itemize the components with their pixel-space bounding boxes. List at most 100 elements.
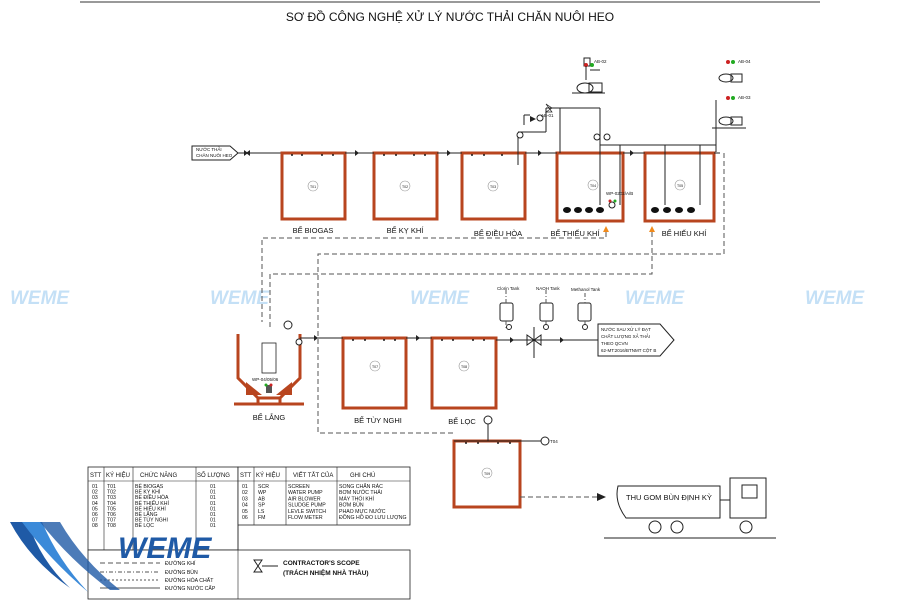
table-cell: FLOW METER: [288, 515, 323, 521]
table-cell: SP: [258, 503, 265, 509]
table-cell: 01: [242, 484, 248, 490]
table-cell: 01: [210, 490, 216, 496]
table-cell: AIR BLOWER: [288, 496, 321, 502]
tank-sludge: T09: [452, 439, 522, 509]
sludge-truck: THU GOM BÙN ĐỊNH KỲ: [604, 477, 776, 539]
table-header: STT: [240, 473, 252, 479]
table-cell: LS: [258, 509, 265, 515]
outlet-line: NƯỚC SAU XỬ LÝ ĐẠT: [601, 326, 651, 332]
diagram-title: SƠ ĐỒ CÔNG NGHỆ XỬ LÝ NƯỚC THẢI CHĂN NUÔ…: [286, 9, 614, 24]
legend-item: ĐƯỜNG BÙN: [165, 569, 198, 576]
table-cell: 01: [210, 518, 216, 524]
table-cell: T08: [107, 523, 116, 529]
table-cell: BỂ BIOGAS: [135, 483, 164, 490]
table-cell: BỂ HIẾU KHÍ: [135, 505, 166, 512]
weme-logo: WEME: [10, 522, 212, 592]
table-cell: WATER PUMP: [288, 490, 323, 496]
table-cell: 04: [242, 503, 248, 509]
table-cell: 04: [92, 501, 98, 507]
tank-label: BỂ LỌC: [448, 417, 476, 426]
table-cell: 07: [92, 518, 98, 524]
tank-label: BỂ BIOGAS: [293, 226, 334, 235]
table-header: KÝ HIỆU: [106, 471, 130, 479]
watermark: WEME: [625, 288, 685, 309]
legend-item: ĐƯỜNG KHÍ: [165, 560, 196, 567]
table-cell: 01: [210, 501, 216, 507]
blower-label: AB-03: [738, 95, 751, 100]
blower-ab02: AB-02: [572, 57, 607, 94]
tank-code: T08: [461, 365, 467, 369]
label-t04: T04: [550, 439, 558, 444]
table-cell: SLUDGE PUMP: [288, 503, 326, 509]
tank-code: T04: [590, 184, 596, 188]
scope-line2: (TRÁCH NHIỆM NHÀ THẦU): [283, 567, 369, 577]
tank-loc: T08 BỂ LỌC: [430, 336, 498, 426]
tank-dieuhoa: T03 BỂ ĐIỀU HÒA: [460, 151, 527, 238]
watermark: WEME: [410, 288, 470, 309]
chem-tank-label: Methanol Tank: [571, 287, 601, 292]
table-header: VIẾT TẮT CỦA: [293, 471, 333, 479]
chem-tank-clorin: Clorin Tank: [497, 286, 520, 322]
legend-item: ĐƯỜNG NƯỚC CẤP: [165, 585, 216, 592]
tank-lang: WP-04/05/06 BỂ LẮNG: [234, 334, 304, 422]
table-cell: T04: [107, 501, 116, 507]
table-cell: FM: [258, 515, 266, 521]
inlet-arrow: NƯỚC THẢI CHĂN NUÔI HEO: [191, 145, 239, 161]
table-cell: 01: [92, 484, 98, 490]
chem-tank-methanol: Methanol Tank: [571, 287, 601, 322]
tank-label: BỂ KỴ KHÍ: [387, 226, 425, 235]
table-cell: 08: [92, 523, 98, 529]
tank-code: T03: [490, 185, 496, 189]
table-cell: PHAO MỰC NƯỚC: [339, 508, 386, 515]
tank-code: T01: [310, 185, 316, 189]
table-cell: SCR: [258, 484, 269, 490]
outlet-line: 62-MT:2016/BTNMT CỘT B: [601, 347, 656, 353]
tank-label: BỂ HIẾU KHÍ: [662, 228, 708, 238]
table-cell: 01: [210, 523, 216, 529]
table-cell: T02: [107, 490, 116, 496]
tank-thieukhi: T04 BỂ THIẾU KHÍ WP-0202/A/B: [550, 151, 633, 238]
table-cell: 05: [242, 509, 248, 515]
legend: ĐƯỜNG KHÍ ĐƯỜNG BÙN ĐƯỜNG HÓA CHẤT ĐƯỜNG…: [87, 525, 411, 600]
table-cell: BỂ LỌC: [135, 522, 154, 529]
watermark: WEME: [805, 288, 865, 309]
table-cell: BỂ ĐIỀU HÒA: [135, 494, 169, 501]
inlet-line1: NƯỚC THẢI: [196, 146, 222, 152]
chem-tank-label: NAOH Tank: [536, 286, 560, 291]
table-cell: 02: [92, 490, 98, 496]
table-cell: BỂ LẮNG: [135, 510, 158, 518]
table-cell: BƠM BÙN: [339, 502, 364, 509]
table-cell: T01: [107, 484, 116, 490]
tank-code: T09: [484, 472, 490, 476]
table-header: CHỨC NĂNG: [140, 472, 177, 479]
blower-ab03: AB-03: [712, 95, 751, 129]
tank-label: BỂ LẮNG: [253, 413, 286, 422]
table-cell: T06: [107, 512, 116, 518]
chem-tank-naoh: NAOH Tank: [536, 286, 560, 322]
tank-label: BỂ TÙY NGHI: [354, 416, 402, 425]
table-cell: ĐỒNG HỒ ĐO LƯU LƯỢNG: [339, 514, 407, 521]
blower-label: AB-04: [738, 59, 751, 64]
legend-item: ĐƯỜNG HÓA CHẤT: [165, 577, 214, 584]
table-cell: 03: [242, 496, 248, 502]
table-cell: MÁY THỔI KHÍ: [339, 495, 375, 502]
table-header: GHI CHÚ: [350, 472, 375, 479]
scope-line1: CONTRACTOR'S SCOPE: [283, 560, 360, 567]
watermark: WEME: [10, 288, 70, 309]
table-cell: LEVLE SWITCH: [288, 509, 326, 515]
tank-code: T05: [677, 184, 683, 188]
table-cell: BỂ THIẾU KHÍ: [135, 500, 169, 507]
watermark: WEME: [210, 288, 270, 309]
truck-label: THU GOM BÙN ĐỊNH KỲ: [626, 493, 712, 502]
blower-label: AB-01: [541, 113, 554, 118]
table-cell: BƠM NƯỚC THẢI: [339, 489, 382, 496]
tank-label: BỂ THIẾU KHÍ: [550, 228, 600, 238]
table-cell: BỂ TÙY NGHI: [135, 517, 168, 524]
table-header: STT: [90, 473, 102, 479]
tank-code: T07: [372, 365, 378, 369]
tank-biogas: T01 BỂ BIOGAS: [280, 151, 347, 235]
tank-hieukhi: T05 BỂ HIẾU KHÍ: [643, 151, 716, 238]
